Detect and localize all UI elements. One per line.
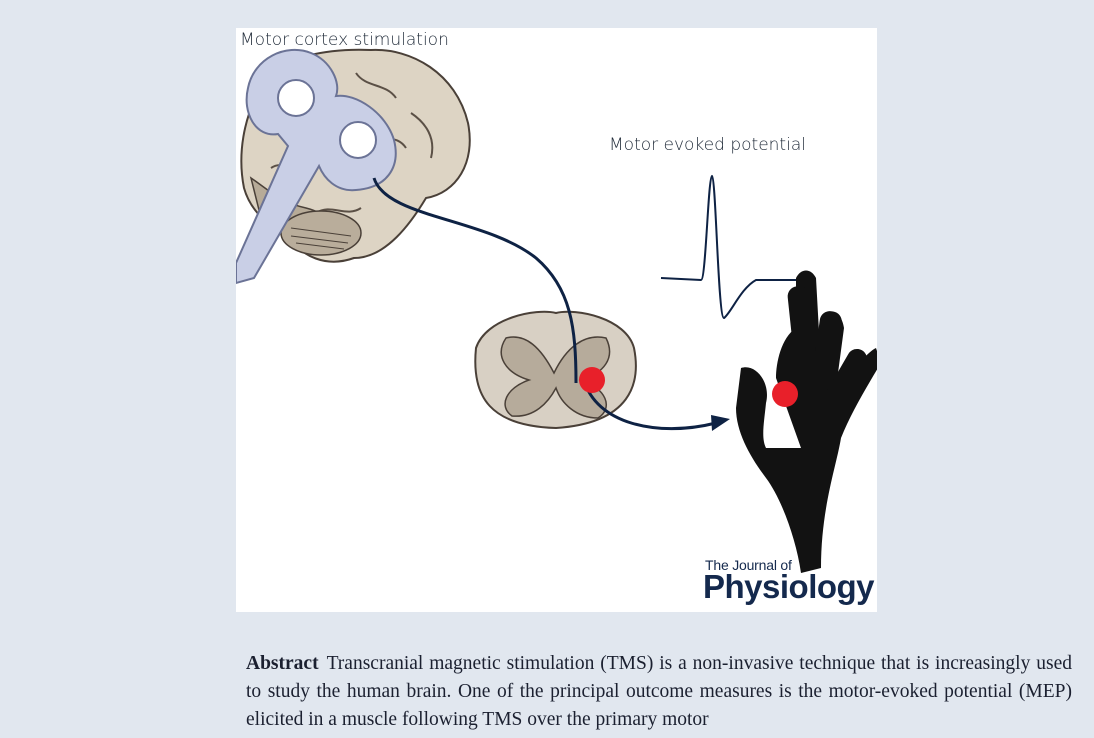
- mep-waveform: [661, 176, 804, 318]
- spinal-stimulation-spot: [579, 367, 605, 393]
- stimulation-label: Motor cortex stimulation: [240, 30, 449, 50]
- graphical-abstract-figure: Motor cortex stimulation Motor evoked po…: [236, 28, 877, 612]
- abstract-heading: Abstract: [246, 653, 319, 674]
- abstract-text: Transcranial magnetic stimulation (TMS) …: [246, 653, 1072, 730]
- figure-illustration: [236, 28, 877, 612]
- mep-label: Motor evoked potential: [609, 135, 806, 155]
- hand-illustration: [736, 271, 877, 574]
- arrow-head-icon: [711, 415, 730, 431]
- journal-logo-line2: Physiology: [703, 568, 874, 606]
- muscle-target-spot: [772, 381, 798, 407]
- spinal-cord-illustration: [475, 312, 636, 428]
